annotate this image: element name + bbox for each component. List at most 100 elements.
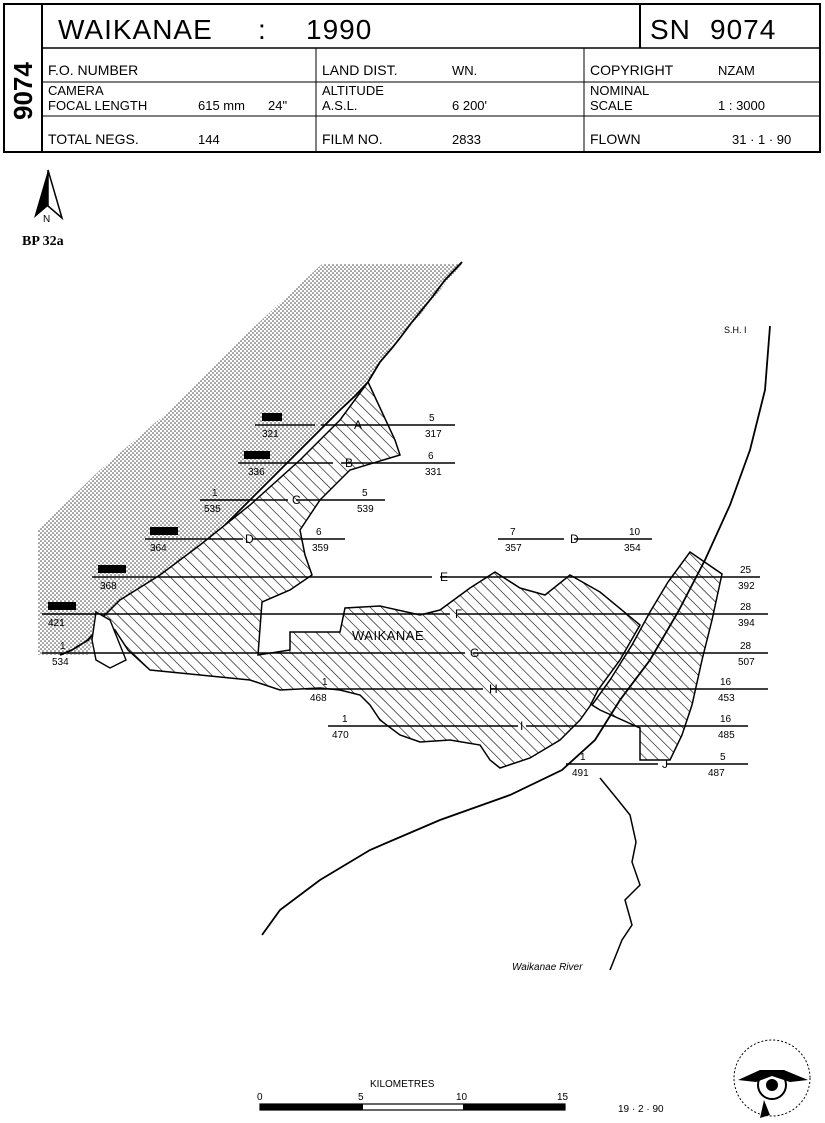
flight-line-c-start-frame: 535	[204, 504, 221, 515]
flight-line-f: 1 421 F 28 394	[42, 601, 768, 629]
flight-line-b-letter: B	[345, 456, 353, 470]
flight-line-d-west-start-run: 1	[160, 526, 166, 537]
altitude-value: 6 200'	[452, 98, 487, 113]
bp-reference: BP 32a	[22, 234, 64, 249]
flight-line-d-east-end-frame: 354	[624, 543, 641, 554]
north-label: N	[43, 214, 50, 225]
altitude-label: ALTITUDE	[322, 83, 384, 98]
flight-line-b-end-frame: 331	[425, 467, 442, 478]
flight-line-a-end-run: 5	[429, 413, 435, 424]
flight-line-i-start-run: 1	[342, 714, 348, 725]
scale-tick-5: 5	[358, 1092, 364, 1103]
fo-number-label: F.O. NUMBER	[48, 62, 138, 78]
drawing-date: 19 · 2 · 90	[618, 1104, 664, 1115]
flight-line-j-start-run: 1	[580, 752, 586, 763]
flight-line-c-start-run: 1	[212, 488, 218, 499]
flight-line-a-letter: A	[354, 418, 362, 432]
place-name: WAIKANAE	[58, 14, 213, 45]
river-label: Waikanae River	[512, 962, 583, 973]
flight-line-c-letter: C	[292, 493, 301, 507]
flight-line-d-west: 1 364 D 6 359	[145, 526, 345, 554]
flight-line-i-end-run: 16	[720, 714, 732, 725]
flight-line-b: 1 336 B 6 331	[238, 450, 455, 478]
flown-value: 31 · 1 · 90	[732, 132, 791, 147]
flight-line-a-end-frame: 317	[425, 429, 442, 440]
state-highway-1	[261, 325, 771, 936]
flight-line-g-letter: G	[470, 646, 479, 660]
sn-number: 9074	[710, 14, 776, 45]
town-label: WAIKANAE	[352, 628, 424, 643]
flight-line-e-start-run: 1	[108, 564, 114, 575]
flight-line-d-west-start-frame: 364	[150, 543, 167, 554]
flight-line-h-end-frame: 453	[718, 693, 735, 704]
map-area: N BP 32a S.H. I Waikanae River WAIKANAE …	[22, 169, 811, 1118]
flight-line-a-start-frame: 321	[262, 429, 279, 440]
flight-line-d-east-start-frame: 357	[505, 543, 522, 554]
sn-prefix: SN	[650, 14, 691, 45]
flight-line-j: 1 491 J 5 487	[566, 752, 748, 779]
flight-line-b-start-run: 1	[253, 450, 259, 461]
flight-line-i-start-frame: 470	[332, 730, 349, 741]
flight-line-d-west-end-run: 6	[316, 527, 322, 538]
flight-line-h-start-frame: 468	[310, 693, 327, 704]
land-district-value: WN.	[452, 63, 477, 78]
copyright-label: COPYRIGHT	[590, 62, 674, 78]
flight-line-d-east: 7 357 D 10 354	[498, 527, 652, 554]
north-arrow-icon	[34, 169, 64, 221]
flight-line-g-end-run: 28	[740, 641, 752, 652]
nominal-label: NOMINAL	[590, 83, 649, 98]
focal-length-label: FOCAL LENGTH	[48, 98, 147, 113]
waikanae-river	[599, 777, 641, 971]
flight-line-b-start-frame: 336	[248, 467, 265, 478]
flight-line-i-end-frame: 485	[718, 730, 735, 741]
flight-line-f-letter: F	[455, 607, 462, 621]
camera-label: CAMERA	[48, 83, 104, 98]
flight-line-d-west-letter: D	[245, 532, 254, 546]
flight-line-f-start-frame: 421	[48, 618, 65, 629]
flight-line-g-end-frame: 507	[738, 657, 755, 668]
flight-line-j-end-frame: 487	[708, 768, 725, 779]
flight-line-f-end-frame: 394	[738, 618, 755, 629]
total-negs-value: 144	[198, 132, 220, 147]
flight-line-f-end-run: 28	[740, 602, 752, 613]
flown-label: FLOWN	[590, 131, 641, 147]
film-no-label: FILM NO.	[322, 131, 383, 147]
flight-line-a-start-run: 1	[268, 412, 274, 423]
flight-line-h-end-run: 16	[720, 677, 732, 688]
scale-label: SCALE	[590, 98, 633, 113]
title-separator: :	[258, 14, 267, 45]
state-highway-label: S.H. I	[724, 325, 747, 335]
scale-bar-segment-1	[260, 1104, 363, 1110]
flight-line-i-letter: I	[520, 719, 523, 733]
flight-line-i: 1 470 I 16 485	[328, 714, 748, 741]
nz-aerial-mapping-logo-icon	[733, 1039, 811, 1118]
coverage-area-east	[590, 550, 723, 761]
flight-line-j-end-run: 5	[720, 752, 726, 763]
flight-line-d-west-end-frame: 359	[312, 543, 329, 554]
asl-label: A.S.L.	[322, 98, 357, 113]
sheet-side-number: 9074	[8, 62, 38, 120]
flight-line-d-east-start-run: 7	[510, 527, 516, 538]
flight-line-a: 1 321 A 5 317	[255, 412, 455, 440]
flight-line-j-start-frame: 491	[572, 768, 589, 779]
flight-line-d-east-letter: D	[570, 532, 579, 546]
flight-line-g-start-run: 1	[60, 641, 66, 652]
land-district-label: LAND DIST.	[322, 62, 397, 78]
flight-line-b-end-run: 6	[428, 451, 434, 462]
header-block: 9074 WAIKANAE : 1990 SN 9074 F.O. NUMBER…	[3, 3, 821, 153]
flight-line-e-end-frame: 392	[738, 581, 755, 592]
flight-line-c: 1 535 C 5 539	[200, 488, 385, 515]
scale-bar-title: KILOMETRES	[370, 1079, 435, 1090]
flight-line-g-start-frame: 534	[52, 657, 69, 668]
flight-line-e-letter: E	[440, 570, 448, 584]
estuary	[91, 610, 127, 669]
scale-tick-0: 0	[257, 1092, 263, 1103]
flight-line-h-letter: H	[489, 682, 498, 696]
header-border	[3, 3, 821, 153]
copyright-value: NZAM	[718, 63, 755, 78]
flight-line-e: 1 368 E 25 392	[92, 564, 768, 592]
scale-tick-15: 15	[557, 1092, 569, 1103]
focal-length-mm: 615 mm	[198, 98, 245, 113]
focal-length-inches: 24"	[268, 98, 287, 113]
